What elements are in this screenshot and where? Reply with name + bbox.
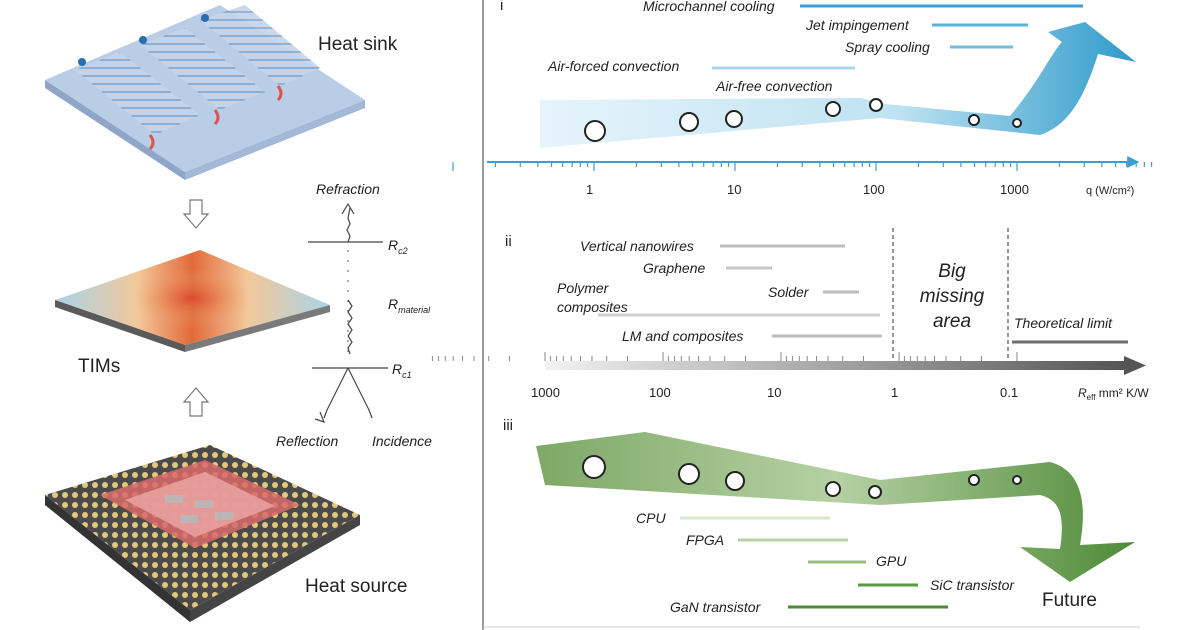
method-spray-cooling: Spray cooling [845, 39, 930, 55]
panel-iii-trend-arrow [536, 432, 1135, 582]
tims-label: TIMs [78, 356, 120, 377]
material-graphene: Graphene [643, 260, 705, 276]
material-polymer: Polymer [557, 280, 610, 296]
point-6 [968, 474, 980, 486]
heat-sink-label: Heat sink [318, 34, 398, 55]
heat-sink-illustration [45, 5, 365, 180]
up-arrow-icon [182, 387, 210, 417]
point-3 [725, 110, 743, 128]
missing-area-line-1: Big [938, 261, 966, 282]
method-air-forced-convection: Air-forced convection [547, 58, 679, 74]
panel-i-data-points [584, 98, 1022, 142]
panel-i-method-bars [490, 4, 1083, 88]
method-microchannel-cooling: Microchannel cooling [643, 0, 775, 14]
future-label: Future [1042, 590, 1097, 611]
reff-tick-1000: 1000 [531, 385, 560, 400]
reflection-label: Reflection [276, 433, 338, 449]
panel-iii-label: iii [503, 417, 513, 434]
incidence-label: Incidence [372, 433, 432, 449]
method-air-free-convection: Air-free convection [715, 78, 833, 94]
method-jet-impingement: Jet impingement [805, 17, 910, 33]
point-4 [825, 481, 841, 497]
point-1 [584, 120, 606, 142]
reff-tick-10: 10 [767, 385, 781, 400]
point-5 [869, 98, 883, 112]
material-lm-and-composites: LM and composites [622, 328, 743, 344]
q-tick-100: 100 [863, 182, 885, 197]
panel-i-q-axis [452, 156, 1153, 171]
device-gan-transistor: GaN transistor [670, 599, 762, 615]
material-vertical-nanowires: Vertical nanowires [580, 238, 694, 254]
panel-ii-reff-axis [431, 352, 1146, 375]
point-6 [968, 114, 980, 126]
r-c1-label: Rc1 [392, 361, 412, 380]
missing-area-line-2: missing [920, 286, 985, 307]
tims-illustration [55, 250, 330, 352]
q-axis-label: q (W/cm²) [1086, 185, 1134, 197]
point-5 [868, 485, 882, 499]
point-7 [1012, 475, 1022, 485]
device-cpu: CPU [636, 510, 666, 526]
r-material-label: Rmaterial [388, 296, 431, 315]
point-1 [582, 455, 606, 479]
point-4 [825, 101, 841, 117]
q-tick-1: 1 [586, 182, 593, 197]
reff-tick-0-1: 0.1 [1000, 385, 1018, 400]
panel-iii-data-points [582, 455, 1022, 499]
reff-tick-1: 1 [891, 385, 898, 400]
reff-tick-100: 100 [649, 385, 671, 400]
panel-ii-material-bars [598, 228, 1128, 365]
panel-ii-label: ii [505, 233, 512, 250]
phonon-transport-inset [308, 202, 388, 423]
missing-area-line-3: area [933, 311, 971, 332]
device-sic-transistor: SiC transistor [930, 577, 1015, 593]
q-tick-10: 10 [727, 182, 741, 197]
point-3 [725, 471, 745, 491]
material-solder: Solder [768, 284, 810, 300]
point-2 [678, 463, 700, 485]
panel-i-label: i [500, 0, 503, 14]
reff-axis-label: Reff mm² K/W [1078, 386, 1149, 402]
q-tick-1000: 1000 [1000, 182, 1029, 197]
device-gpu: GPU [876, 553, 907, 569]
heat-source-illustration [45, 445, 360, 622]
theoretical-limit-label: Theoretical limit [1014, 315, 1113, 331]
material-composites: composites [557, 299, 628, 315]
device-fpga: FPGA [686, 532, 724, 548]
point-2 [679, 112, 699, 132]
down-arrow-icon [182, 199, 210, 229]
panel-iii-device-bars [680, 516, 948, 609]
refraction-label: Refraction [316, 181, 380, 197]
heat-source-label: Heat source [305, 576, 407, 597]
r-c2-label: Rc2 [388, 237, 408, 256]
point-7 [1012, 118, 1022, 128]
